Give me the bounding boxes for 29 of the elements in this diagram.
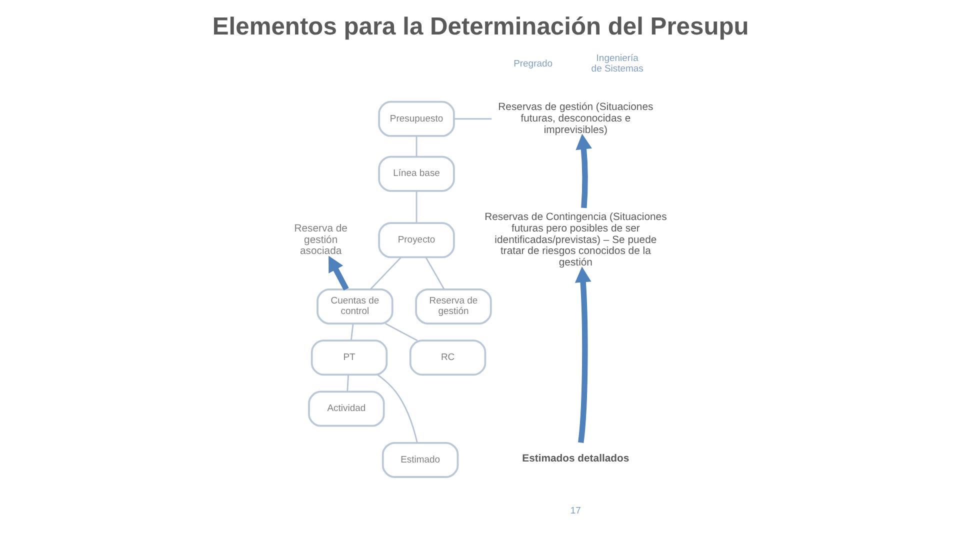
arrow — [574, 266, 592, 443]
node-text: Estimados detallados — [522, 454, 630, 465]
label: 17 — [570, 505, 581, 516]
connector — [425, 257, 445, 290]
connector — [385, 322, 418, 342]
node-text: Reserva de gestión asociada — [294, 223, 348, 258]
connector — [454, 118, 492, 120]
node-box: Proyecto — [378, 222, 455, 258]
diagram-title: Elementos para la Determinación del Presupu — [212, 13, 749, 40]
label: Ingeniería de Sistemas — [591, 53, 644, 75]
node-box: Presupuesto — [378, 100, 455, 137]
node-box: Reserva de gestión — [415, 288, 492, 324]
connector — [350, 323, 354, 340]
node-box: Actividad — [308, 390, 385, 427]
label: Pregrado — [514, 58, 553, 70]
node-box: PT — [310, 340, 388, 376]
node-box: RC — [409, 340, 486, 376]
connector — [416, 136, 418, 157]
node-text: Reservas de gestión (Situaciones futuras, desconocidas e imprevisibles) — [498, 102, 654, 136]
node-text: Reservas de Contingencia (Situaciones futuras pero posibles de ser identificadas/previstas) – Se puede tratar de riesgos conocidos de la gestión — [484, 212, 667, 269]
node-box: Cuentas de control — [316, 288, 394, 324]
node-box: Estimado — [382, 442, 459, 478]
arrow — [576, 134, 592, 208]
connector — [346, 374, 350, 392]
node-box: Línea base — [378, 156, 455, 192]
arrow — [328, 256, 349, 290]
connector — [416, 191, 418, 223]
connector — [377, 374, 418, 443]
connector — [370, 256, 402, 290]
